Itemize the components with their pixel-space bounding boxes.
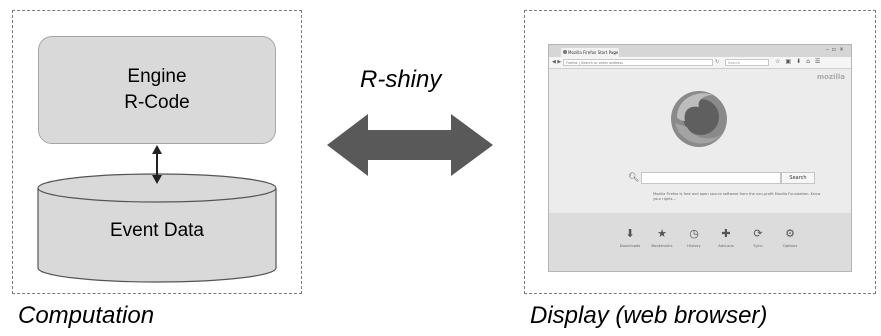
window-controls-icon[interactable]: –▫×	[825, 46, 847, 53]
engine-database-arrow	[152, 145, 162, 184]
sync-icon: ⟳	[753, 227, 763, 240]
event-data-database	[37, 173, 277, 283]
star-icon: ★	[657, 227, 667, 240]
launcher-label: Bookmarks	[651, 243, 673, 248]
clock-icon: ◷	[689, 227, 699, 240]
about-snippet: Mozilla Firefox is free and open source …	[653, 192, 821, 201]
gear-icon: ⚙	[785, 227, 795, 240]
tab-title: Mozilla Firefox Start Page	[568, 50, 619, 55]
r-shiny-label: R-shiny	[360, 66, 442, 93]
engine-subtitle: R-Code	[124, 92, 190, 113]
start-search-input[interactable]	[641, 172, 781, 184]
launcher-label: Options	[782, 243, 798, 248]
computation-container	[12, 10, 302, 294]
mozilla-brand: mozilla	[816, 73, 845, 81]
display-container	[524, 10, 876, 294]
launcher-bookmarks[interactable]: ★ Bookmarks	[647, 227, 677, 248]
close-tab-icon[interactable]: ×	[613, 50, 617, 55]
browser-toolbar: ◀ ▶ Firefox | Search or enter address ↻ …	[549, 57, 851, 69]
launcher-addons[interactable]: ✚ Add-ons	[711, 227, 741, 248]
computation-caption: Computation	[18, 302, 155, 329]
r-shiny-double-arrow	[327, 114, 493, 176]
launcher-label: History	[687, 243, 701, 248]
engine-title: Engine	[127, 66, 187, 87]
start-page: mozilla 🔍︎ Search Mozilla Firefox is fre…	[549, 69, 851, 271]
browser-titlebar: Mozilla Firefox Start Page × –▫×	[549, 45, 851, 57]
toolbar-icons[interactable]: ☆▣⬇⌂☰	[775, 58, 826, 65]
launcher-downloads[interactable]: ⬇ Downloads	[615, 227, 645, 248]
launcher-label: Sync	[753, 243, 763, 248]
back-forward-icon[interactable]: ◀ ▶	[552, 59, 562, 65]
engine-box: Engine R-Code	[38, 36, 276, 144]
puzzle-icon: ✚	[721, 227, 731, 240]
launcher-options[interactable]: ⚙ Options	[775, 227, 805, 248]
launcher-history[interactable]: ◷ History	[679, 227, 709, 248]
launcher-label: Downloads	[619, 243, 641, 248]
launcher-sync[interactable]: ⟳ Sync	[743, 227, 773, 248]
launcher-bar: ⬇ Downloads ★ Bookmarks ◷ History ✚ Add-…	[549, 213, 851, 271]
start-search-button[interactable]: Search	[781, 172, 815, 184]
browser-search-bar[interactable]: Search	[725, 59, 769, 66]
display-caption: Display (web browser)	[530, 302, 768, 329]
firefox-tab-icon	[563, 50, 567, 54]
launcher-label: Add-ons	[718, 243, 734, 248]
url-bar[interactable]: Firefox | Search or enter address	[563, 59, 713, 66]
reload-icon[interactable]: ↻	[715, 59, 720, 65]
firefox-logo-icon	[671, 91, 727, 147]
search-icon: 🔍︎	[628, 173, 640, 183]
browser-screenshot: Mozilla Firefox Start Page × –▫× ◀ ▶ Fir…	[548, 44, 852, 272]
download-icon: ⬇	[625, 227, 635, 240]
event-data-label: Event Data	[110, 220, 204, 241]
browser-tab[interactable]: Mozilla Firefox Start Page ×	[561, 48, 619, 57]
